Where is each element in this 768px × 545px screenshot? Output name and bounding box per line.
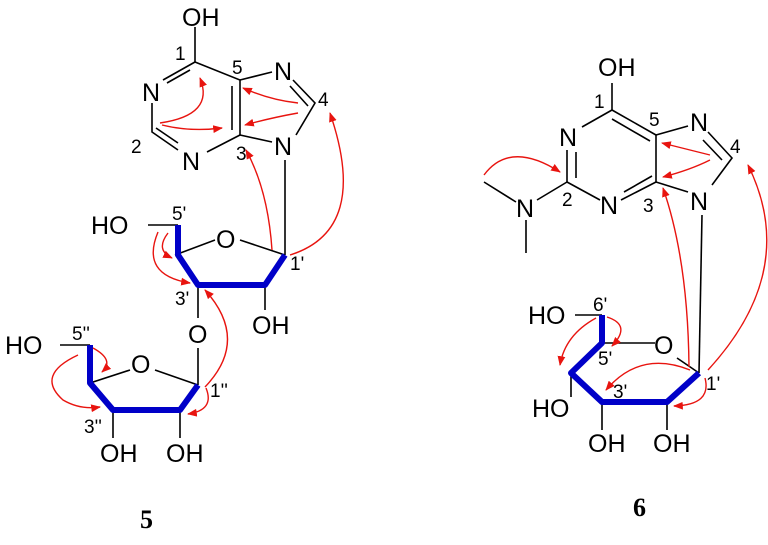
atom-label: N xyxy=(516,195,534,223)
position-number: 1 xyxy=(175,44,186,65)
atom-label: N xyxy=(182,148,200,176)
position-number: 3'' xyxy=(84,417,102,438)
compound-6-structure: OH N N N N N O HO HO OH OH 1 2 3 4 5 1' … xyxy=(483,54,768,522)
position-number: 1'' xyxy=(210,381,228,402)
compound-6-hmbc-arrows xyxy=(483,141,768,410)
atom-label: O xyxy=(654,332,673,360)
compound-5-structure: OH N N N N O HO OH O O HO OH OH 1 2 3 4 … xyxy=(5,4,344,534)
atom-label: N xyxy=(690,188,708,216)
atom-label: OH xyxy=(588,430,626,458)
atom-label: OH xyxy=(653,430,691,458)
atom-label: OH xyxy=(100,440,138,468)
position-number: 2 xyxy=(562,190,573,211)
compound-6-position-numbers: 1 2 3 4 5 1' 3' 5' 6' xyxy=(562,92,741,403)
position-number: 3 xyxy=(643,196,654,217)
position-number: 4 xyxy=(730,137,741,158)
atom-label: OH xyxy=(182,4,220,32)
compound-5-label: 5 xyxy=(140,505,153,534)
position-number: 3' xyxy=(175,289,189,310)
position-number: 3 xyxy=(236,144,247,165)
compound-6-atom-labels: OH N N N N N O HO HO OH OH xyxy=(516,54,708,458)
atom-label: N xyxy=(600,192,618,220)
position-number: 5' xyxy=(598,349,612,370)
compound-5-atom-labels: OH N N N N O HO OH O O HO OH OH xyxy=(5,4,292,468)
compound-5-hmbc-arrows xyxy=(51,77,344,417)
atom-label: O xyxy=(188,321,207,349)
atom-label: OH xyxy=(598,54,636,82)
position-number: 2 xyxy=(131,137,142,158)
atom-label: N xyxy=(559,124,577,152)
atom-label: N xyxy=(142,79,160,107)
compound-5-bonds xyxy=(60,27,316,438)
position-number: 6' xyxy=(593,295,607,316)
atom-label: OH xyxy=(166,440,204,468)
position-number: 4 xyxy=(318,90,329,111)
compound-6-cosy-bonds-sugar xyxy=(568,315,702,405)
atom-label: N xyxy=(274,133,292,161)
position-number: 1' xyxy=(706,374,720,395)
compound-6-label: 6 xyxy=(633,493,646,522)
atom-label: OH xyxy=(252,312,290,340)
atom-label: HO xyxy=(5,332,43,360)
position-number: 5'' xyxy=(72,324,90,345)
compound-6-bonds xyxy=(483,83,734,430)
compound-5-cosy-bonds-ribose1 xyxy=(175,225,288,288)
position-number: 5' xyxy=(172,204,186,225)
position-number: 3' xyxy=(613,382,627,403)
atom-label: HO xyxy=(91,212,129,240)
atom-label: HO xyxy=(528,302,566,330)
position-number: 1' xyxy=(290,254,304,275)
atom-label: O xyxy=(131,351,150,379)
atom-label: N xyxy=(690,109,708,137)
compound-5-cosy-bonds-ribose2 xyxy=(87,345,201,413)
compound-5-position-numbers: 1 2 3 4 5 1' 3' 5' 1'' 3'' 5'' xyxy=(72,44,329,438)
atom-label: O xyxy=(216,226,235,254)
position-number: 1 xyxy=(594,92,605,113)
atom-label: HO xyxy=(532,395,570,423)
position-number: 5 xyxy=(649,110,660,131)
position-number: 5 xyxy=(232,58,243,79)
atom-label: N xyxy=(274,58,292,86)
